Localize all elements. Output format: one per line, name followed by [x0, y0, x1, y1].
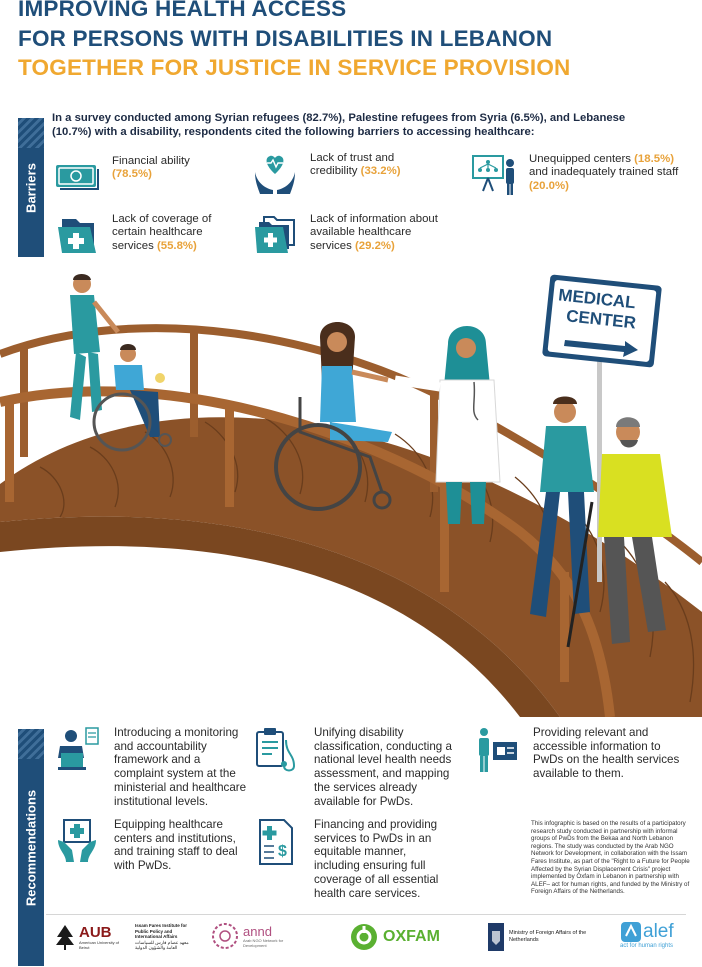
- barrier-information-pct: (29.2%): [354, 239, 395, 252]
- barrier-financial: Financial ability (78.5%): [54, 155, 222, 199]
- title-line-2: FOR PERSONS WITH DISABILITIES IN LEBANON: [18, 26, 553, 51]
- recommendation-monitoring: Introducing a monitoring and accountabil…: [54, 726, 250, 808]
- recommendations-section-band: Recommendations: [18, 729, 44, 966]
- doctor-in-hijab: [394, 326, 501, 524]
- medical-center-sign: MEDICAL CENTER: [542, 274, 662, 582]
- woman-in-wheelchair: [274, 322, 392, 511]
- bearded-man: [598, 417, 672, 644]
- alef-logo: alef act for human rights: [620, 921, 674, 950]
- recommendation-classification-text: Unifying disability classification, cond…: [314, 726, 452, 808]
- trust-hands-heart-icon: [255, 155, 295, 194]
- bridge-illustration: MEDICAL CENTER: [0, 274, 702, 717]
- aub-logo: AUB American University of Beirut Issam …: [54, 923, 193, 951]
- barrier-coverage-label: Lack of coverage of certain healthcare s…: [112, 213, 212, 252]
- woman-with-cane: [530, 396, 594, 648]
- barrier-trust-pct: (33.2%): [360, 165, 401, 178]
- ifi-text: Issam Fares Institute for Public Policy …: [135, 923, 188, 940]
- ifi-arabic-text: معهد عصام فارس للسياسات العامة والشؤون ا…: [135, 939, 189, 951]
- bridge-deck: [0, 417, 702, 717]
- recommendation-monitoring-text: Introducing a monitoring and accountabil…: [114, 726, 247, 808]
- barrier-unequipped-pct: (18.5%): [634, 153, 675, 165]
- alef-mark-icon: [621, 922, 641, 942]
- alef-text: alef: [643, 921, 674, 942]
- netherlands-logo: Ministry of Foreign Affairs of the Nethe…: [488, 923, 589, 951]
- barriers-section-band: Barriers: [18, 118, 44, 257]
- recommendation-information-text: Providing relevant and accessible inform…: [533, 726, 680, 781]
- doctor-laptop-icon: [58, 727, 99, 770]
- annd-logo: annd Arab NGO Network for Development: [210, 921, 303, 951]
- medical-folder-icon: [58, 219, 96, 253]
- title-line-1: IMPROVING HEALTH ACCESS: [18, 0, 347, 21]
- recommendation-classification: Unifying disability classification, cond…: [254, 726, 454, 808]
- aub-text: AUB: [79, 923, 112, 941]
- annd-text: annd: [243, 923, 272, 939]
- oxfam-logo: OXFAM: [350, 923, 440, 951]
- deck-edge: [0, 516, 560, 717]
- barrier-coverage: Lack of coverage of certain healthcare s…: [54, 213, 222, 257]
- barrier-financial-label: Financial ability: [112, 155, 190, 167]
- band-hatch: [18, 729, 44, 759]
- front-rail-posts: [5, 402, 569, 682]
- recommendation-equipping-text: Equipping healthcare centers and institu…: [114, 818, 238, 873]
- money-icon: [56, 165, 99, 190]
- barrier-unequipped: Unequipped centers (18.5%) and inadequat…: [471, 153, 679, 197]
- annd-circle-icon: [212, 923, 238, 949]
- subtitle: TOGETHER FOR JUSTICE IN SERVICE PROVISIO…: [18, 55, 571, 80]
- recommendation-equipping: Equipping healthcare centers and institu…: [54, 818, 250, 873]
- presentation-icon: [472, 155, 514, 195]
- band-hatch: [18, 118, 44, 148]
- oxfam-text: OXFAM: [383, 928, 440, 945]
- barrier-information-label: Lack of information about available heal…: [310, 213, 438, 252]
- svg-text:$: $: [278, 843, 287, 860]
- barrier-untrained-label: and inadequately trained staff: [529, 166, 679, 179]
- alef-subtext: act for human rights: [620, 943, 674, 949]
- medical-bill-icon: $: [259, 819, 293, 865]
- intro-text: In a survey conducted among Syrian refug…: [52, 112, 626, 138]
- sign-arrow: [564, 340, 638, 357]
- recommendation-financing: $ Financing and providing services to Pw…: [254, 818, 454, 900]
- medical-files-icon: [255, 216, 295, 253]
- child-in-wheelchair: [92, 344, 172, 452]
- aub-subtext: American University of Beirut: [79, 939, 120, 950]
- cedar-icon: [56, 925, 74, 950]
- netherlands-text: Ministry of Foreign Affairs of the Nethe…: [509, 930, 587, 943]
- barrier-unequipped-label: Unequipped centers: [529, 153, 631, 165]
- recommendation-financing-text: Financing and providing services to PwDs…: [314, 818, 439, 900]
- study-note: This infographic is based on the results…: [531, 820, 690, 896]
- footer-divider: [46, 914, 686, 915]
- barrier-untrained-pct: (20.0%): [529, 179, 569, 192]
- barrier-trust: Lack of trust and credibility (33.2%): [252, 152, 430, 196]
- oxfam-circle-icon: [351, 924, 377, 950]
- clipboard-stethoscope-icon: [256, 728, 296, 772]
- recommendations-label: Recommendations: [23, 789, 39, 906]
- partner-logos: AUB American University of Beirut Issam …: [0, 917, 702, 967]
- man-pushing-wheelchair: [70, 274, 120, 420]
- medical-training-icon: [58, 819, 96, 862]
- recommendation-information: Providing relevant and accessible inform…: [473, 726, 693, 781]
- barrier-trust-label: Lack of trust and credibility: [310, 152, 395, 178]
- annd-subtext: Arab NGO Network for Development: [243, 937, 284, 948]
- barriers-label: Barriers: [23, 162, 39, 213]
- barrier-information: Lack of information about available heal…: [252, 213, 450, 257]
- barrier-coverage-pct: (55.8%): [156, 239, 197, 252]
- netherlands-crest-icon: [488, 923, 504, 951]
- person-screen-icon: [479, 728, 517, 772]
- barrier-financial-pct: (78.5%): [112, 168, 152, 181]
